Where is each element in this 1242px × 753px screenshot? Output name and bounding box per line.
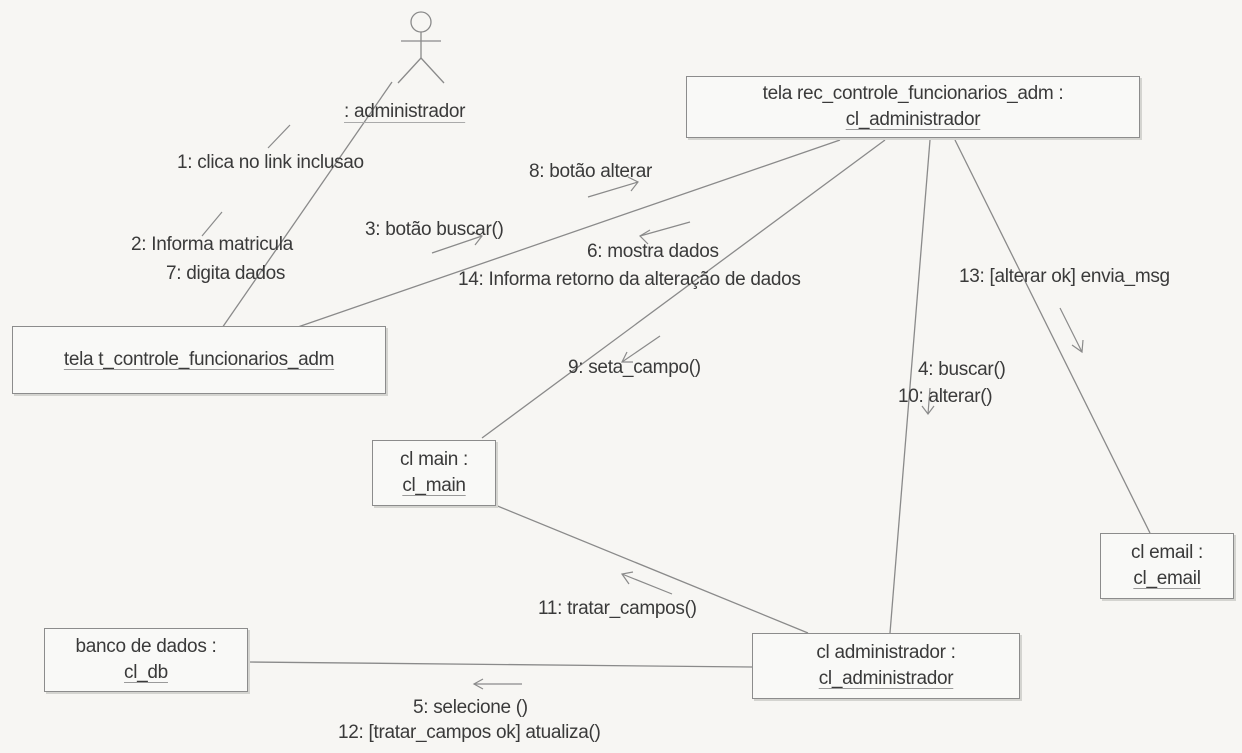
object-tela-rec-line2: cl_administrador bbox=[845, 109, 981, 130]
link-tela-t-tela-rec bbox=[294, 139, 841, 329]
actor-icon bbox=[397, 11, 445, 84]
arrow-m2 bbox=[201, 211, 223, 237]
arrow-m3 bbox=[431, 231, 483, 254]
arrow-m9 bbox=[621, 335, 661, 363]
message-14: 14: Informa retorno da alteração de dado… bbox=[458, 269, 801, 290]
message-11: 11: tratar_campos() bbox=[538, 598, 697, 619]
link-cl-main-tela-rec bbox=[481, 139, 886, 439]
arrow-m1 bbox=[267, 124, 291, 149]
message-5: 5: selecione () bbox=[413, 697, 528, 718]
arrow-m10 bbox=[921, 387, 935, 415]
object-cl-admin-line2: cl_administrador bbox=[818, 668, 954, 689]
arrow-m6 bbox=[639, 221, 691, 245]
message-9: 9: seta_campo() bbox=[568, 357, 701, 378]
message-7: 7: digita dados bbox=[166, 263, 286, 284]
object-cl-email: cl email : cl_email bbox=[1100, 533, 1234, 599]
message-1: 1: clica no link inclusao bbox=[177, 152, 364, 173]
message-6: 6: mostra dados bbox=[587, 241, 719, 262]
actor-name: : administrador bbox=[344, 101, 466, 122]
object-tela-rec: tela rec_controle_funcionarios_adm : cl_… bbox=[686, 76, 1140, 138]
link-cl-email-tela-rec bbox=[954, 139, 1151, 534]
object-cl-admin: cl administrador : cl_administrador bbox=[752, 633, 1020, 699]
object-tela-t: tela t_controle_funcionarios_adm bbox=[12, 326, 386, 394]
object-cl-main-line1: cl main : bbox=[399, 449, 469, 470]
object-cl-email-line2: cl_email bbox=[1133, 568, 1201, 589]
object-tela-t-line1: tela t_controle_funcionarios_adm bbox=[63, 349, 335, 370]
object-banco-line2: cl_db bbox=[124, 662, 168, 683]
message-2: 2: Informa matricula bbox=[131, 234, 293, 255]
arrow-m8 bbox=[587, 176, 639, 198]
arrow-m5 bbox=[472, 678, 522, 690]
arrow-m11 bbox=[620, 571, 673, 595]
message-13: 13: [alterar ok] envia_msg bbox=[959, 266, 1170, 287]
object-cl-admin-line1: cl administrador : bbox=[816, 642, 956, 663]
object-banco: banco de dados : cl_db bbox=[44, 628, 248, 692]
object-cl-email-line1: cl email : bbox=[1131, 542, 1203, 563]
link-cl-admin-tela-rec bbox=[889, 139, 931, 634]
message-12: 12: [tratar_campos ok] atualiza() bbox=[338, 722, 601, 743]
object-cl-main-line2: cl_main bbox=[402, 475, 466, 496]
object-banco-line1: banco de dados : bbox=[75, 636, 217, 657]
link-banco-cl-admin bbox=[247, 661, 753, 668]
message-3: 3: botão buscar() bbox=[365, 219, 504, 240]
object-tela-rec-line1: tela rec_controle_funcionarios_adm : bbox=[762, 83, 1064, 104]
message-8: 8: botão alterar bbox=[529, 161, 653, 182]
object-cl-main: cl main : cl_main bbox=[372, 440, 496, 506]
link-cl-main-cl-admin bbox=[494, 504, 809, 634]
message-4: 4: buscar() bbox=[918, 359, 1006, 380]
link-actor-tela-t bbox=[221, 81, 393, 329]
arrow-m13 bbox=[1059, 307, 1084, 354]
message-10: 10: alterar() bbox=[898, 386, 993, 407]
